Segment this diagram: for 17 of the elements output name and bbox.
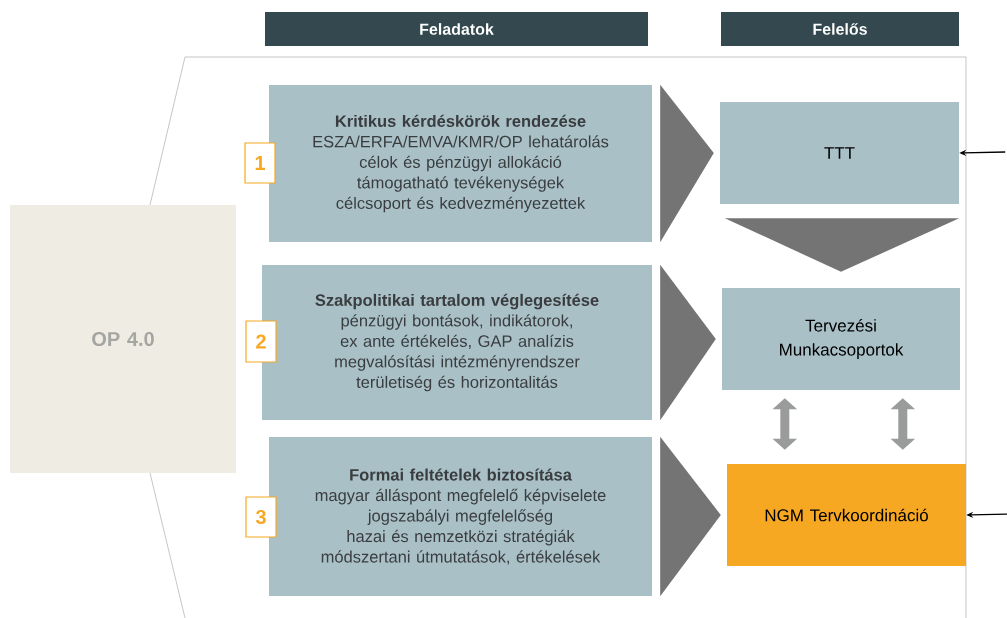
task-box: Formai feltételek biztosítása magyar álláspont megfelelő képviselete jogszabályi megfelelőség hazai és nemzetközi stratégiák módszertani útmutatások, értékelések [269,437,652,596]
chevron-arrow [660,436,721,597]
double-arrow [890,398,916,450]
header-bar: Feladatok [265,12,648,46]
number-box: 1 [244,142,276,184]
chevron-arrow [660,264,716,421]
number-box: 3 [245,496,277,538]
header-bar: Felelős [721,12,959,46]
chevron-arrow [724,218,960,272]
chevron-arrow [660,84,714,243]
responsible-box: TTT [720,102,959,204]
responsible-box: Tervezési Munkacsoportok [722,288,960,390]
responsible-box: NGM Tervkoordináció [727,464,966,566]
op-box: OP 4.0 [10,205,236,473]
task-box: Kritikus kérdéskörök rendezése ESZA/ERFA/EMVA/KMR/OP lehatárolás célok és pénzügyi allokáció támogatható tevékenységek célcsoport és kedvezményezettek [269,85,652,242]
number-box: 2 [245,320,277,363]
double-arrow [772,398,798,450]
